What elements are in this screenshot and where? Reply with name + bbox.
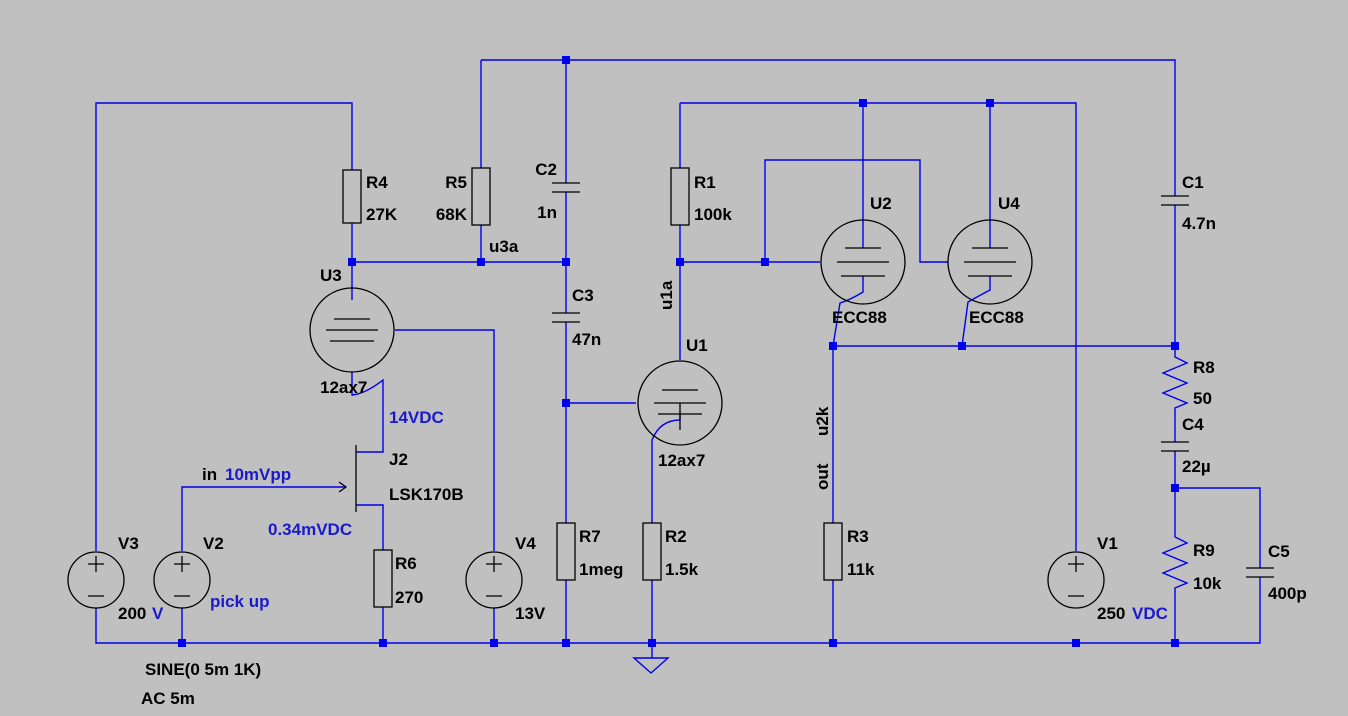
net-in: in (202, 465, 217, 484)
junctions (178, 56, 1179, 647)
net-u3a: u3a (489, 237, 519, 256)
jfet-j2-body (338, 445, 357, 512)
r2-value: 1.5k (665, 560, 699, 579)
tube-u4-body (947, 219, 1033, 305)
r4-value: 27K (366, 205, 398, 224)
r3-value: 11k (847, 560, 875, 579)
v3-value: 200 (118, 604, 146, 623)
v1-unit: VDC (1132, 604, 1168, 623)
voltage-source-v4-body (465, 551, 523, 609)
v2-label: pick up (210, 592, 270, 611)
u4-value: ECC88 (969, 308, 1024, 327)
resistor-r6-body (373, 549, 393, 608)
capacitor-c5-body (1246, 567, 1274, 578)
u3-value: 12ax7 (320, 378, 367, 397)
tube-u3-body (309, 287, 395, 373)
j2-ref: J2 (389, 450, 408, 469)
r9-ref: R9 (1193, 541, 1215, 560)
c1-value: 4.7n (1182, 214, 1216, 233)
v3-ref: V3 (118, 534, 139, 553)
r8-value: 50 (1193, 389, 1212, 408)
voltage-source-v3-body (67, 551, 125, 609)
net-u2k: u2k (813, 406, 832, 436)
annotation-j2-source: 0.34mVDC (268, 520, 352, 539)
r6-value: 270 (395, 588, 423, 607)
c3-ref: C3 (572, 286, 594, 305)
v2-value2: AC 5m (141, 689, 195, 708)
voltage-source-v1-body (1047, 551, 1105, 609)
net-labels: u3a u1a u2k out in (202, 237, 832, 490)
capacitor-c4-body (1161, 441, 1189, 452)
v4-value: 13V (515, 604, 546, 623)
resistor-r7-body (556, 522, 576, 581)
wires (95, 59, 1261, 674)
tube-u2-body (820, 219, 906, 305)
c3-value: 47n (572, 330, 601, 349)
c1-ref: C1 (1182, 173, 1204, 192)
net-out: out (813, 463, 832, 490)
c2-ref: C2 (535, 160, 557, 179)
r4-ref: R4 (366, 173, 388, 192)
r7-value: 1meg (579, 560, 623, 579)
r1-ref: R1 (694, 173, 716, 192)
resistor-r1-body (670, 167, 690, 226)
r6-ref: R6 (395, 554, 417, 573)
u3-ref: U3 (320, 266, 342, 285)
resistor-r2-body (642, 522, 662, 581)
u2-ref: U2 (870, 194, 892, 213)
r2-ref: R2 (665, 527, 687, 546)
u1-ref: U1 (686, 336, 708, 355)
resistor-r5-body (471, 167, 491, 226)
c5-ref: C5 (1268, 542, 1290, 561)
r9-value: 10k (1193, 574, 1222, 593)
v1-value: 250 (1097, 604, 1125, 623)
j2-value: LSK170B (389, 485, 464, 504)
voltage-source-v2-body (153, 551, 211, 609)
c2-value: 1n (537, 203, 557, 222)
annotations: 14VDC 10mVpp 0.34mVDC (225, 408, 444, 539)
r1-value: 100k (694, 205, 732, 224)
c4-value: 22µ (1182, 457, 1211, 476)
resistor-r4-body (342, 169, 362, 224)
v2-ref: V2 (203, 534, 224, 553)
r7-ref: R7 (579, 527, 601, 546)
annotation-input-level: 10mVpp (225, 465, 291, 484)
v4-ref: V4 (515, 534, 536, 553)
c5-value: 400p (1268, 584, 1307, 603)
u1-value: 12ax7 (658, 451, 705, 470)
v3-unit: V (152, 604, 164, 623)
v1-ref: V1 (1097, 534, 1118, 553)
u4-ref: U4 (998, 194, 1020, 213)
resistor-r3-body (823, 522, 843, 581)
r8-ref: R8 (1193, 358, 1215, 377)
capacitor-c3-body (552, 312, 580, 323)
u2-value: ECC88 (832, 308, 887, 327)
tube-u1-body (637, 360, 723, 446)
r5-value: 68K (436, 205, 468, 224)
annotation-j2-drain: 14VDC (389, 408, 444, 427)
r5-ref: R5 (445, 173, 467, 192)
r3-ref: R3 (847, 527, 869, 546)
net-u1a: u1a (657, 280, 676, 310)
component-labels: R4 27K R5 68K C2 1n R1 100k C1 4.7n U2 E… (118, 160, 1307, 708)
v2-value: SINE(0 5m 1K) (145, 660, 261, 679)
capacitor-c2-body (552, 182, 580, 193)
capacitor-c1-body (1161, 195, 1189, 206)
c4-ref: C4 (1182, 415, 1204, 434)
